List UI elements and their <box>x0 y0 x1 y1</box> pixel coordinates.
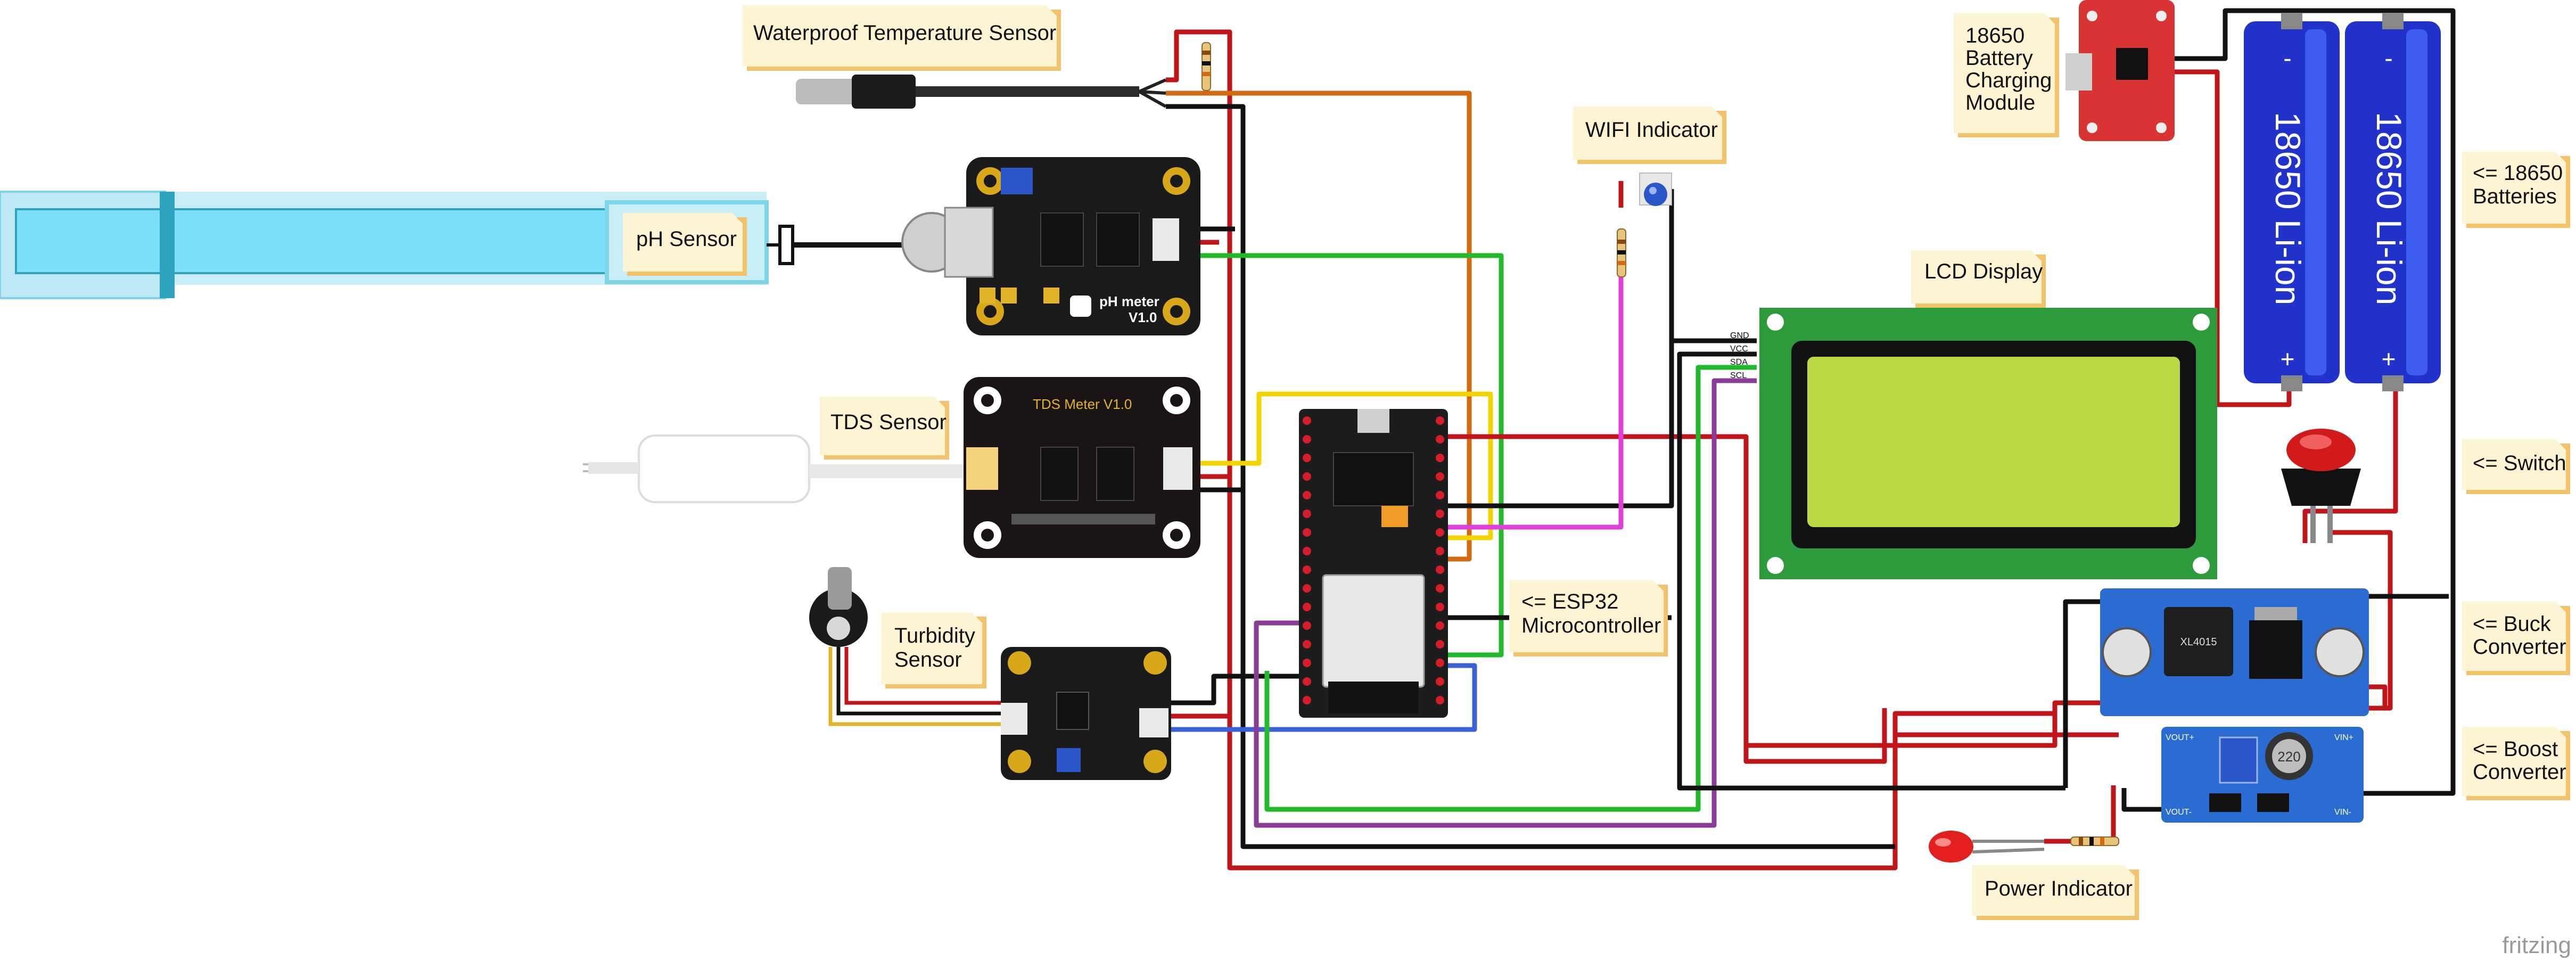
label-temp-sensor: Waterproof Temperature Sensor <box>753 21 1056 45</box>
note-wifi-indicator: WIFI Indicator <box>1573 106 1726 164</box>
note-esp32: <= ESP32 Microcontroller <box>1509 580 1668 657</box>
boost-converter: 220 VOUT+ VOUT- VIN+ VIN- <box>2161 727 2364 823</box>
fritzing-watermark: fritzing <box>2502 932 2571 958</box>
label-turbidity-line1: Turbidity <box>894 624 975 647</box>
buck-converter: XL4015 <box>2100 588 2369 716</box>
lcd-display: GND VCC SDA SCL <box>1730 308 2217 579</box>
wire-switch-red <box>2332 530 2393 711</box>
note-lcd-display: LCD Display <box>1911 250 2046 308</box>
lcd-pin-scl: SCL <box>1730 371 1747 380</box>
wire-power-led-red <box>2044 785 2116 844</box>
note-ph-sensor: pH Sensor <box>623 213 747 276</box>
wifi-led <box>1639 173 1672 206</box>
label-batteries-line1: <= 18650 <box>2473 161 2563 185</box>
note-turbidity-sensor: Turbidity Sensor <box>881 612 986 688</box>
wire-lcd-green <box>1264 365 1757 812</box>
wire-bat-red <box>2302 373 2398 543</box>
label-esp32-line2: Microcontroller <box>1521 614 1661 637</box>
battery-2-plus: + <box>2382 345 2396 373</box>
boost-inductor-label: 220 <box>2277 749 2300 765</box>
turbidity-board <box>1001 647 1171 780</box>
tds-board-title: TDS Meter V1.0 <box>1033 396 1132 412</box>
wire-temp-black <box>1166 104 1895 849</box>
label-esp32-line1: <= ESP32 <box>1521 590 1618 613</box>
wire-turb-black <box>1166 674 1299 705</box>
wire-esp-lcd-black <box>1448 338 1757 508</box>
ph-board-version: V1.0 <box>1129 309 1157 325</box>
power-led <box>1929 831 2045 863</box>
note-switch: <= Switch <box>2462 439 2570 494</box>
wire-buck-out-red <box>1746 700 2108 748</box>
label-switch: <= Switch <box>2473 452 2566 475</box>
boost-vout-minus: VOUT- <box>2166 808 2192 817</box>
label-charging-line1: 18650 <box>1965 24 2024 47</box>
note-buck-converter: <= Buck Converter <box>2462 602 2570 675</box>
battery-1-plus: + <box>2281 345 2295 373</box>
boost-vin-minus: VIN- <box>2334 808 2351 817</box>
resistor-power <box>2070 836 2119 846</box>
wire-lcd-purple <box>1254 378 1757 828</box>
battery-2-minus: - <box>2384 44 2392 72</box>
wire-temp-orange <box>1166 91 1472 562</box>
ph-probe <box>0 191 948 299</box>
ph-meter-board: pH meter V1.0 <box>901 157 1200 335</box>
lcd-pin-vcc: VCC <box>1730 344 1748 354</box>
label-ph-sensor: pH Sensor <box>636 227 737 251</box>
lcd-pin-gnd: GND <box>1730 331 1749 340</box>
wires <box>1166 8 2456 871</box>
label-wifi-indicator: WIFI Indicator <box>1585 118 1718 142</box>
label-boost-line1: <= Boost <box>2473 737 2558 761</box>
label-power-indicator: Power Indicator <box>1985 877 2133 900</box>
label-boost-line2: Converter <box>2473 760 2566 784</box>
resistor-wifi <box>1617 228 1626 277</box>
wire-buck-red <box>2364 684 2388 708</box>
note-temp-sensor: Waterproof Temperature Sensor <box>743 5 1061 71</box>
battery-2: - + 18650 Li-ion <box>2345 13 2441 391</box>
esp32-pins-right <box>1436 416 1444 704</box>
note-batteries: <= 18650 Batteries <box>2462 152 2570 228</box>
wire-charger-black <box>2172 8 2456 796</box>
push-switch <box>2281 429 2361 543</box>
battery-1-minus: - <box>2283 44 2291 72</box>
temperature-probe <box>796 75 1167 109</box>
wire-buck-out-black <box>2063 599 2108 788</box>
label-lcd-display: LCD Display <box>1924 260 2043 283</box>
tds-meter-board: TDS Meter V1.0 <box>964 377 1200 558</box>
wire-lcd-black2 <box>1677 351 2065 791</box>
label-charging-line4: Module <box>1965 91 2035 114</box>
charging-module <box>2065 0 2175 141</box>
note-charging-module: 18650 Battery Charging Module <box>1954 13 2059 137</box>
wire-ph-green <box>1176 253 1504 658</box>
wire-tds-yellow <box>1198 391 1493 540</box>
turbidity-probe <box>809 567 1001 726</box>
note-tds-sensor: TDS Sensor <box>820 397 949 460</box>
boost-vout-plus: VOUT+ <box>2166 733 2194 742</box>
resistor-temp <box>1201 42 1211 91</box>
note-boost-converter: <= Boost Converter <box>2462 727 2570 800</box>
tds-probe <box>583 434 969 503</box>
label-buck-line1: <= Buck <box>2473 612 2552 636</box>
label-buck-line2: Converter <box>2473 635 2566 659</box>
wire-turb-blue <box>1166 663 1477 732</box>
wire-boost-out-black <box>2121 788 2161 812</box>
label-turbidity-line2: Sensor <box>894 648 962 671</box>
battery-1: - + 18650 Li-ion <box>2244 13 2340 391</box>
wire-temp-red <box>1166 29 2055 871</box>
esp32-pins-left <box>1303 416 1311 704</box>
note-power-indicator: Power Indicator <box>1972 865 2139 920</box>
wire-wifi-magenta <box>1448 256 1624 530</box>
boost-vin-plus: VIN+ <box>2334 733 2353 742</box>
label-charging-line2: Battery <box>1965 46 2033 70</box>
label-tds-sensor: TDS Sensor <box>830 411 947 434</box>
esp32-board <box>1299 409 1448 718</box>
battery-1-label: 18650 Li-ion <box>2268 112 2308 305</box>
label-batteries-line2: Batteries <box>2473 185 2557 208</box>
ph-board-title: pH meter <box>1099 293 1159 309</box>
battery-2-label: 18650 Li-ion <box>2369 112 2409 305</box>
label-charging-line3: Charging <box>1965 69 2052 92</box>
buck-chip-label: XL4015 <box>2180 636 2217 648</box>
lcd-pin-sda: SDA <box>1730 358 1748 367</box>
